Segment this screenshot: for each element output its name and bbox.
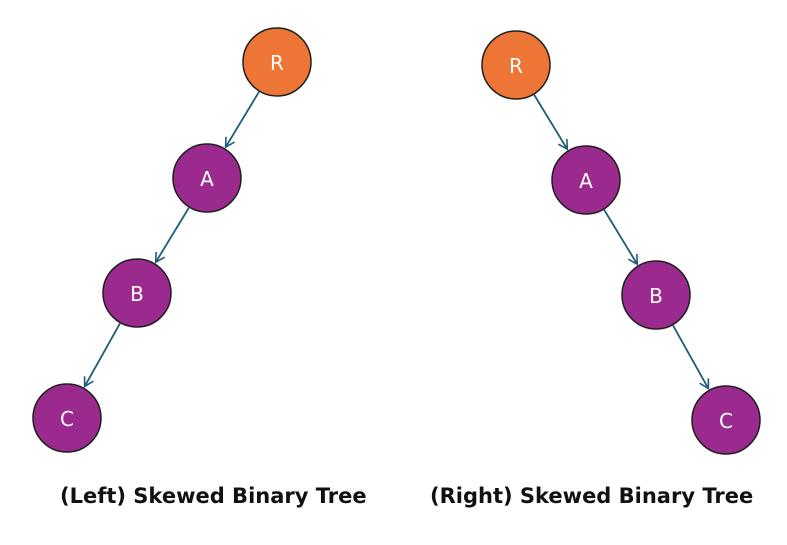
right-node-r-circle [481,30,551,100]
right-node-b-circle [621,260,691,330]
left-node-c: C [32,383,102,453]
left-node-a: A [172,143,242,213]
left-node-a-circle [172,143,242,213]
right-edge-r-a [533,94,569,151]
left-node-r-label: R [270,51,284,75]
right-node-r: R [481,30,551,100]
right-node-c-label: C [719,409,733,433]
right-node-b-label: B [649,284,663,308]
left-edge-b-c [83,323,121,389]
left-node-b-circle [102,258,172,328]
left-tree-caption: (Left) Skewed Binary Tree [60,484,367,508]
right-tree-caption: (Right) Skewed Binary Tree [430,484,754,508]
right-node-a-label: A [579,169,593,193]
right-node-a-circle [551,145,621,215]
left-node-b: B [102,258,172,328]
right-node-c-circle [691,385,761,455]
right-node-b: B [621,260,691,330]
right-node-c: C [691,385,761,455]
left-node-r: R [242,27,312,97]
left-edge-r-a [224,91,260,149]
left-edge-a-b [154,207,190,264]
right-node-r-label: R [509,54,523,78]
left-node-b-label: B [130,282,144,306]
left-node-c-label: C [60,407,74,431]
left-node-a-label: A [200,167,214,191]
left-node-r-circle [242,27,312,97]
right-edge-a-b [603,209,639,266]
right-edge-b-c [672,325,710,391]
left-node-c-circle [32,383,102,453]
right-node-a: A [551,145,621,215]
